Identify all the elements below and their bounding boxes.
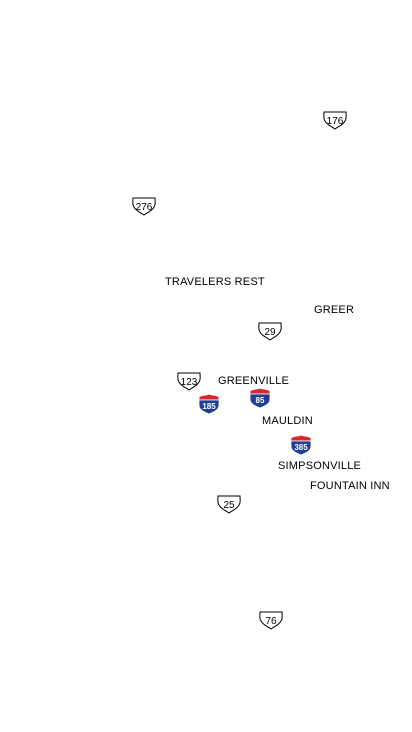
us-route-176-shield[interactable]: 176: [322, 110, 348, 130]
city-label-travelers-rest[interactable]: TRAVELERS REST: [165, 276, 265, 288]
us-route-276-shield[interactable]: 276: [131, 196, 157, 216]
us-route-29-shield[interactable]: 29: [257, 321, 283, 341]
interstate-85-label: 85: [256, 396, 265, 405]
city-label-simpsonville[interactable]: SIMPSONVILLE: [278, 460, 362, 472]
interstate-185-label: 185: [202, 402, 216, 411]
us-route-76-label: 76: [265, 616, 277, 627]
us-route-176-label: 176: [327, 116, 344, 127]
interstate-85-shield[interactable]: 85: [249, 387, 271, 409]
city-label-mauldin[interactable]: MAULDIN: [262, 415, 313, 427]
city-label-greenville[interactable]: GREENVILLE: [218, 375, 290, 387]
interstate-385-label: 385: [294, 443, 308, 452]
city-label-fountain-inn[interactable]: FOUNTAIN INN: [310, 480, 390, 492]
us-route-123-shield[interactable]: 123: [176, 371, 202, 391]
us-route-29-label: 29: [264, 327, 276, 338]
us-route-276-label: 276: [136, 202, 153, 213]
us-route-25-label: 25: [223, 500, 235, 511]
us-route-76-shield[interactable]: 76: [258, 610, 284, 630]
us-route-25-shield[interactable]: 25: [216, 494, 242, 514]
city-label-greer[interactable]: GREER: [314, 304, 355, 316]
us-route-123-label: 123: [181, 377, 198, 388]
interstate-185-shield[interactable]: 185: [198, 393, 220, 415]
interstate-385-shield[interactable]: 385: [290, 434, 312, 456]
